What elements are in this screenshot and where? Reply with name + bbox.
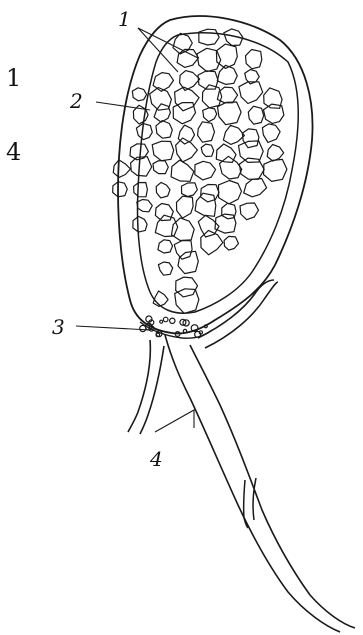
branch-lower-left-inner [140, 346, 164, 434]
spore-cell [132, 88, 146, 101]
spore-cell [153, 291, 168, 306]
spore-cell [264, 159, 287, 181]
spore-cell [244, 179, 267, 197]
leader-2 [96, 102, 150, 110]
spore-cell [262, 124, 280, 143]
basal-small-cell [183, 329, 186, 332]
spore-cell [173, 103, 195, 124]
spore-cell [267, 145, 284, 162]
spore-cell [113, 182, 128, 197]
spore-cell [174, 241, 192, 260]
spore-cell [156, 121, 172, 139]
basal-small-cell [160, 320, 163, 323]
spore-cell [136, 123, 152, 139]
spore-cell [248, 106, 263, 124]
spore-cell [153, 161, 168, 174]
spore-cell [239, 158, 264, 179]
leader-1b [138, 28, 178, 72]
spore-cell [176, 277, 198, 297]
leader-4 [155, 410, 194, 432]
spore-cell [195, 193, 216, 216]
label-2: 2 [69, 89, 83, 113]
spore-cell [224, 236, 238, 250]
spore-cell [178, 251, 198, 273]
spore-cell [171, 160, 194, 181]
spore-cell [239, 82, 263, 104]
spore-cell [242, 129, 259, 148]
spore-cell [239, 141, 264, 163]
spore-cell [246, 50, 262, 69]
inner-membrane [138, 33, 299, 313]
label-4: 4 [149, 447, 163, 471]
spore-cell [131, 157, 152, 176]
spore-cell [154, 104, 170, 122]
spore-cell [178, 125, 194, 144]
branch-upper-right-outer [205, 282, 278, 348]
spore-cell [195, 161, 216, 180]
spore-cell [199, 29, 219, 45]
spore-cell [202, 85, 221, 108]
basal-small-cell [163, 317, 168, 322]
spore-cell [218, 102, 242, 125]
basal-small-cell [170, 318, 175, 323]
spore-cells [113, 29, 287, 338]
spore-cell [203, 108, 217, 122]
spore-cell [217, 87, 237, 103]
spore-cell [219, 181, 242, 204]
spore-cell [177, 196, 194, 218]
spore-cell [201, 144, 214, 156]
spore-cell [240, 203, 259, 220]
spore-cell [176, 138, 198, 162]
spore-cell [175, 87, 200, 111]
spore-cell [152, 141, 174, 161]
spore-cell [158, 262, 172, 275]
spore-cell [220, 156, 242, 179]
spore-cell [133, 216, 147, 232]
spore-cell [177, 49, 198, 67]
spore-cell [201, 230, 223, 254]
spore-cell [155, 204, 173, 221]
spore-cell [198, 122, 215, 142]
spore-cell [137, 200, 153, 212]
spore-cell [182, 183, 198, 197]
spore-cell [134, 183, 148, 197]
label-3: 3 [52, 315, 65, 339]
spore-cell [158, 240, 173, 253]
spore-cell [264, 104, 284, 123]
leader-3 [76, 326, 150, 330]
stalk-main-right-edge [190, 345, 355, 628]
label-1: 1 [118, 7, 131, 31]
spore-cell [113, 160, 130, 178]
spore-cell [156, 182, 170, 198]
spore-cell [223, 125, 244, 144]
side-branch-lower-edge [253, 478, 256, 520]
